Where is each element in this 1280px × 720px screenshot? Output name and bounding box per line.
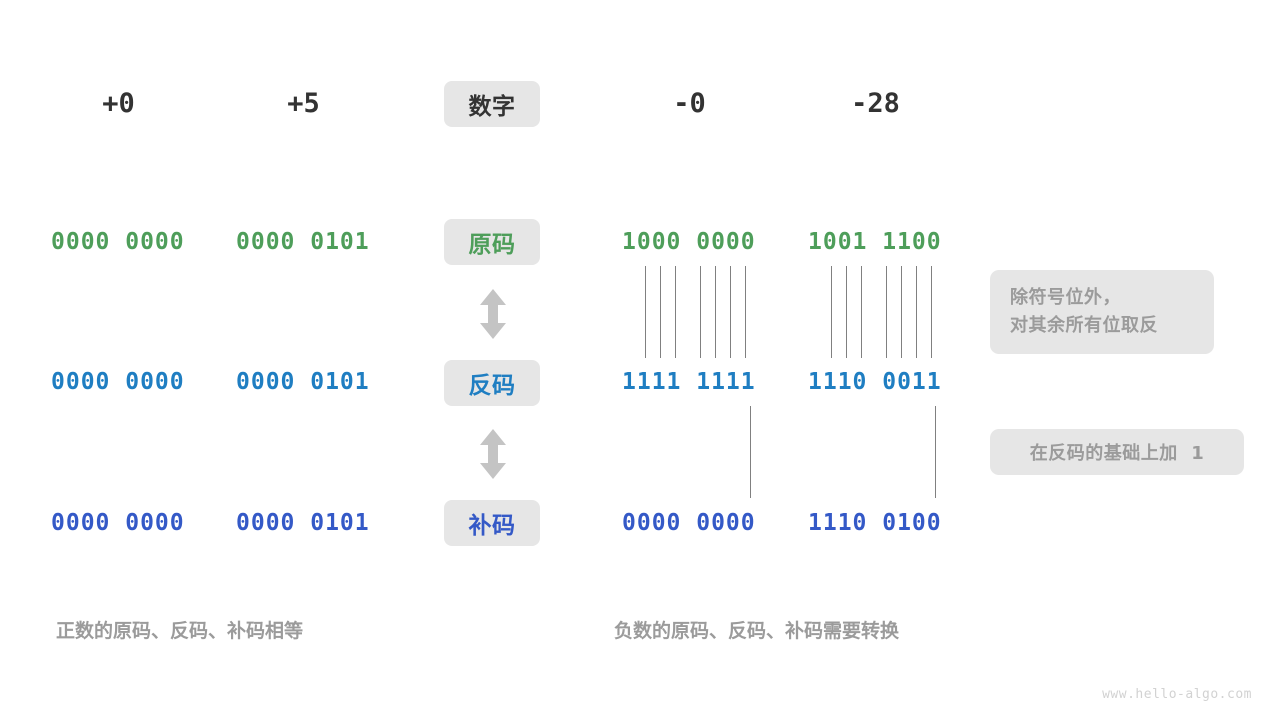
column-header-minus-twentyeight: -28: [851, 88, 900, 119]
connector-line: [916, 266, 917, 358]
connector-line: [931, 266, 932, 358]
connector-line: [831, 266, 832, 358]
bits-sign-magnitude-minus-zero: 1000 0000: [622, 229, 756, 255]
column-header-minus-zero: -0: [673, 88, 706, 119]
connector-line: [645, 266, 646, 358]
connector-line: [675, 266, 676, 358]
caption-negative-numbers: 负数的原码、反码、补码需要转换: [614, 620, 900, 642]
connector-line: [886, 266, 887, 358]
connector-line: [861, 266, 862, 358]
bits-sign-magnitude-minus-twentyeight: 1001 1100: [808, 229, 942, 255]
bits-twos-complement-minus-twentyeight: 1110 0100: [808, 510, 942, 536]
note-invert-line-2: 对其余所有位取反: [1010, 315, 1158, 336]
connector-line: [730, 266, 731, 358]
bits-ones-complement-minus-zero: 1111 1111: [622, 369, 756, 395]
bits-twos-complement-minus-zero: 0000 0000: [622, 510, 756, 536]
up-down-arrow-icon: [478, 288, 508, 340]
watermark: www.hello-algo.com: [1102, 687, 1252, 702]
caption-positive-numbers: 正数的原码、反码、补码相等: [56, 620, 304, 642]
bits-ones-complement-plus-five: 0000 0101: [236, 369, 370, 395]
bits-sign-magnitude-plus-five: 0000 0101: [236, 229, 370, 255]
bits-twos-complement-plus-zero: 0000 0000: [51, 510, 185, 536]
connector-line: [745, 266, 746, 358]
connector-line: [715, 266, 716, 358]
connector-line: [700, 266, 701, 358]
bits-sign-magnitude-plus-zero: 0000 0000: [51, 229, 185, 255]
note-add-one: 在反码的基础上加 1: [990, 429, 1244, 475]
row-label-ones-complement: 反码: [444, 360, 540, 406]
column-header-plus-zero: +0: [102, 88, 135, 119]
bits-twos-complement-plus-five: 0000 0101: [236, 510, 370, 536]
connector-line: [935, 406, 936, 498]
column-header-number-badge: 数字: [444, 81, 540, 127]
bits-ones-complement-plus-zero: 0000 0000: [51, 369, 185, 395]
connector-line: [750, 406, 751, 498]
up-down-arrow-icon: [478, 428, 508, 480]
bits-ones-complement-minus-twentyeight: 1110 0011: [808, 369, 942, 395]
row-label-sign-magnitude: 原码: [444, 219, 540, 265]
connector-line: [660, 266, 661, 358]
note-invert-bits: 除符号位外， 对其余所有位取反: [990, 270, 1214, 354]
note-invert-line-1: 除符号位外，: [1010, 287, 1121, 308]
column-header-plus-five: +5: [287, 88, 320, 119]
connector-line: [901, 266, 902, 358]
connector-line: [846, 266, 847, 358]
row-label-twos-complement: 补码: [444, 500, 540, 546]
